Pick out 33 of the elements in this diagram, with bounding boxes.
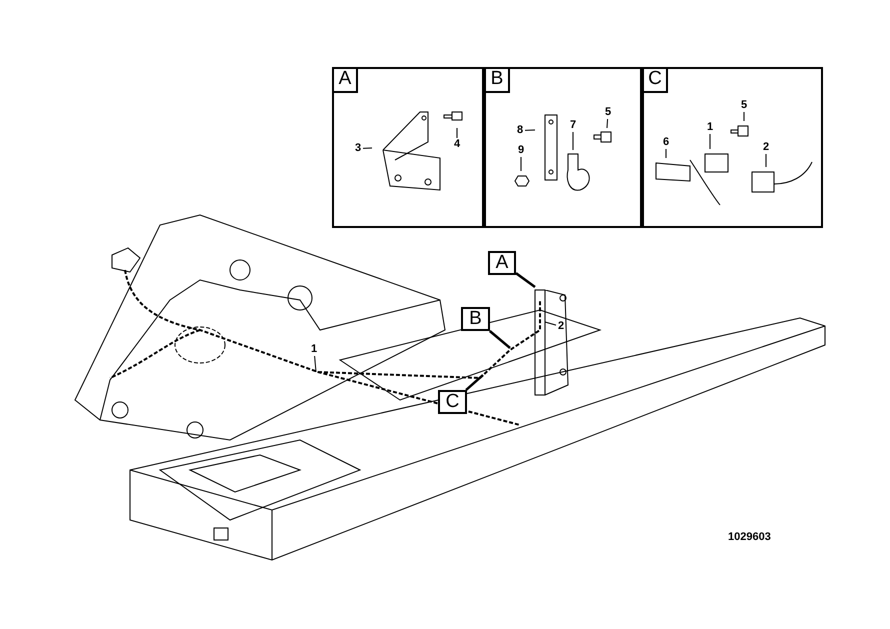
leader-line [314,356,316,372]
leader-line [465,374,484,391]
detail-reference-letter: B [484,67,510,93]
detail-reference-letter: C [642,67,668,93]
callout-number: 6 [661,136,671,149]
leader-line [488,330,511,349]
detail-reference-letter: A [332,67,358,93]
detail-panel [332,67,484,228]
callout-number: 7 [568,119,578,132]
callout-number: 5 [603,106,613,119]
leader-line [362,148,372,149]
leader-line [544,322,556,326]
callout-number: 5 [739,99,749,112]
drawing-number: 1029603 [728,531,771,543]
callout-number: 8 [515,124,525,137]
detail-reference-letter: C [438,390,467,414]
callout-number: 3 [353,142,363,155]
leader-line [456,128,458,138]
callout-number: 1 [309,343,319,356]
leader-line [524,130,536,131]
detail-reference-letter: A [488,251,516,275]
callout-number: 1 [705,121,715,134]
detail-panel [484,67,642,228]
detail-reference-letter: B [461,307,490,331]
leader-line [572,132,574,150]
callout-number: 9 [516,144,526,157]
leader-line [606,118,608,128]
callout-number: 4 [452,138,462,151]
detail-panel [642,67,823,228]
callout-number: 2 [556,320,566,333]
leader-line [515,272,536,288]
leader-line [520,156,522,172]
callout-number: 2 [761,141,771,154]
